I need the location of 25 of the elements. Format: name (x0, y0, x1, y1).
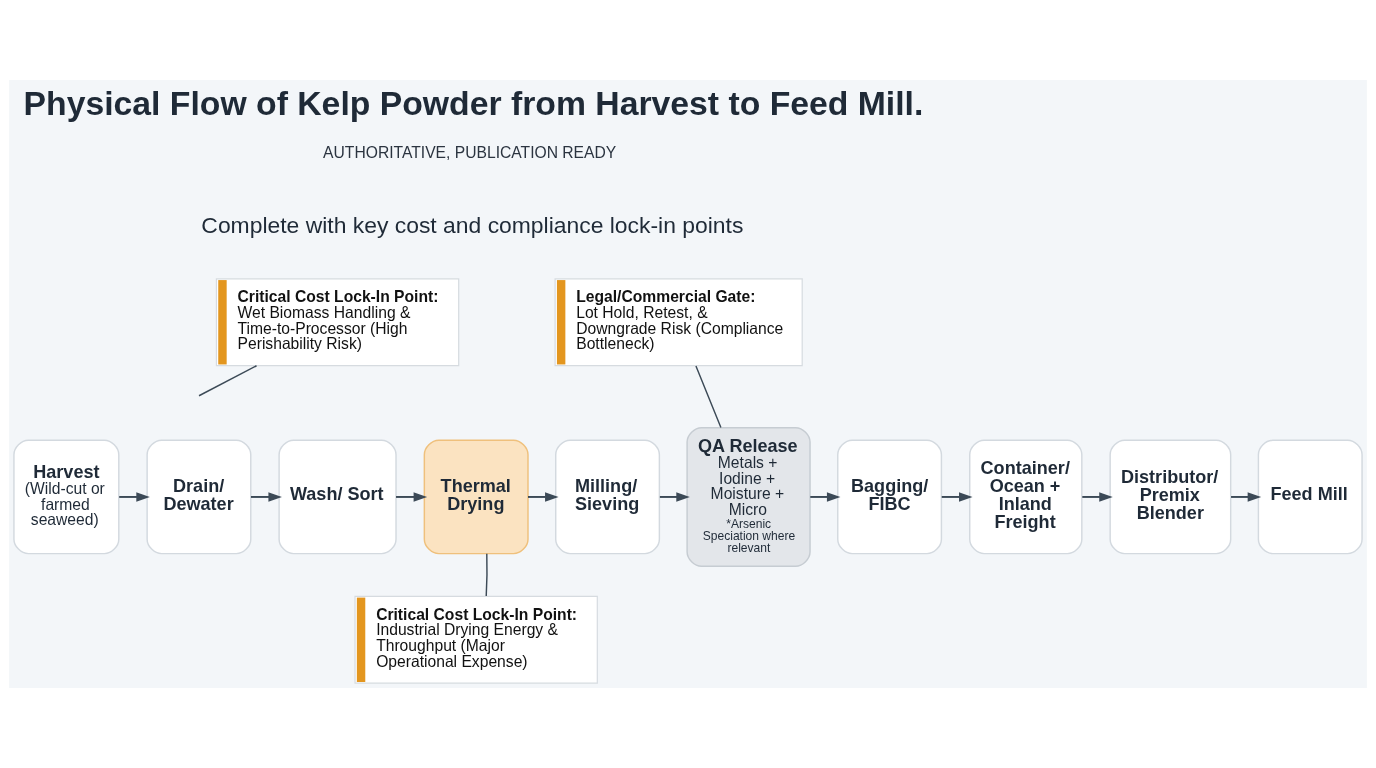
label: Complete with key cost and compliance lock-in points (201, 211, 744, 238)
diagram-title: Physical Flow of Kelp Powder from Harvest to Feed Mill. (23, 84, 924, 123)
node-box: Distributor/ Premix Blender (1109, 439, 1232, 555)
arrow (940, 492, 973, 502)
node-box: Milling/ Sieving (555, 439, 661, 555)
label: AUTHORITATIVE, PUBLICATION READY (323, 143, 617, 161)
connector (485, 552, 488, 597)
node-box: Thermal Drying (423, 439, 529, 555)
node-box: Wash/ Sort (278, 439, 397, 555)
node-box: Harvest (Wild-cut or farmed seaweed) (13, 439, 120, 555)
node-box: Container/ Ocean + Inland Freight (969, 439, 1083, 555)
arrow (1081, 492, 1113, 502)
node-box: Feed Mill (1257, 439, 1363, 555)
arrow (395, 492, 428, 502)
arrow (658, 492, 690, 502)
arrow (809, 492, 841, 502)
arrow (527, 492, 559, 502)
arrow (118, 492, 150, 502)
arrow (1230, 492, 1262, 502)
connector (695, 365, 722, 429)
connector (198, 365, 258, 397)
node-box: Drain/ Dewater (146, 439, 252, 555)
arrow (249, 492, 282, 502)
node-box: Bagging/ FIBC (837, 439, 943, 555)
node-box: QA Release Metals + Iodine + Moisture + Micro *Arsenic Speciation where relevant (686, 426, 811, 567)
